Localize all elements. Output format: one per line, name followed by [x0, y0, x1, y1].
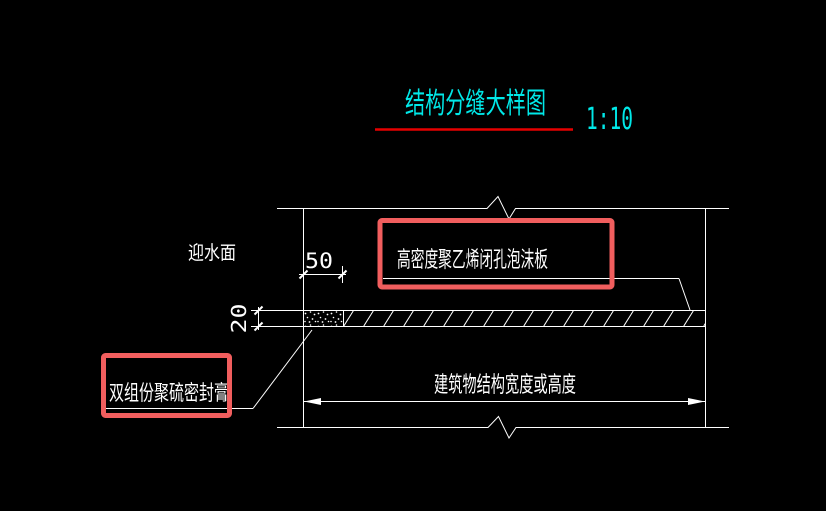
dim20-tick-bottom: [253, 321, 264, 332]
dim50-value: 50: [305, 249, 333, 273]
top-edge-break-line: [277, 195, 729, 221]
dim20-tick-top: [253, 305, 264, 316]
sealant-leader-line: [252, 329, 313, 409]
dimension-structure-width: 建筑物结构宽度或高度: [303, 372, 706, 405]
bottom-edge-break-line: [277, 415, 729, 440]
drawing-scale: 1:10: [586, 102, 633, 137]
highlight-box-foam-board: [377, 218, 615, 290]
foam-board-label: 高密度聚乙烯闭孔泡沫板: [397, 247, 548, 272]
width-dim-text: 建筑物结构宽度或高度: [434, 372, 576, 397]
foam-board-hatch-area: [343, 310, 706, 327]
dimension-20: 20: [227, 304, 303, 334]
dim20-value: 20: [227, 304, 251, 334]
sealant-stipple-area: [303, 310, 344, 327]
dim50-tick-left: [298, 269, 309, 280]
dim50-tick-right: [337, 269, 348, 280]
width-dim-arrow-right: [688, 398, 705, 405]
dimension-50: 50: [298, 249, 348, 283]
width-dim-arrow-left: [304, 398, 321, 405]
water-face-label: 迎水面: [188, 242, 236, 264]
sealant-callout: 双组份聚硫密封膏: [104, 329, 313, 409]
joint-filler-strip: [303, 310, 706, 327]
sealant-label: 双组份聚硫密封膏: [109, 382, 229, 405]
foam-leader-line: [678, 278, 691, 311]
highlight-box-sealant: [101, 353, 232, 418]
foam-board-callout: 高密度聚乙烯闭孔泡沫板: [383, 247, 691, 311]
drawing-title: 结构分缝大样图: [405, 87, 546, 120]
